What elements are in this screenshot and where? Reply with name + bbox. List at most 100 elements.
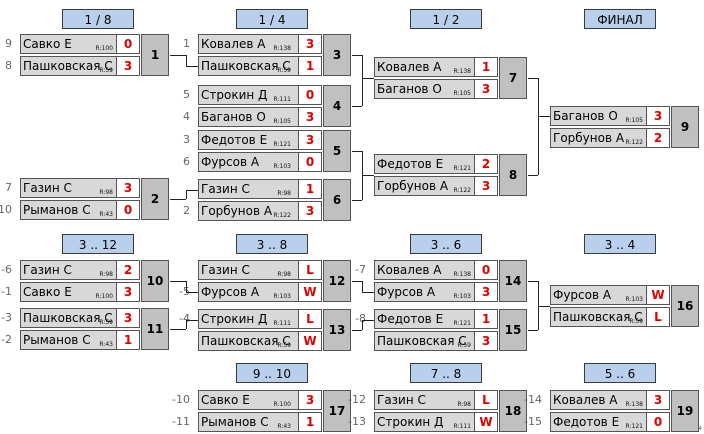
bracket-connector: [362, 281, 363, 292]
player-score: 3: [116, 57, 139, 75]
player-rating: R:122: [453, 187, 471, 194]
player-score: W: [646, 286, 669, 304]
player-score: L: [646, 308, 669, 326]
seed-number: -2: [1, 333, 12, 346]
seed-number: 1: [183, 37, 190, 50]
match-number: 13: [323, 309, 351, 351]
player-score: 3: [298, 131, 321, 149]
round-header: 3 .. 6: [410, 234, 482, 254]
player-rating: R:59: [277, 342, 291, 349]
player-name: Пашковская С: [553, 310, 643, 324]
player-rating: R:59: [629, 318, 643, 325]
player-score: 1: [298, 180, 321, 198]
player-name: Пашковская С: [23, 311, 113, 325]
player-rating: R:138: [273, 45, 291, 52]
player-score: 2: [474, 155, 497, 173]
player-score: W: [298, 283, 321, 301]
player-name: Фурсов А: [201, 155, 260, 169]
player-score: W: [298, 332, 321, 350]
bracket-connector: [538, 281, 539, 330]
player-score: 3: [474, 177, 497, 195]
seed-number: -4: [179, 312, 190, 325]
player-score: 3: [298, 391, 321, 409]
player-rating: R:98: [277, 271, 291, 278]
player-name: Пашковская С: [377, 334, 467, 348]
round-header: 9 .. 10: [236, 363, 308, 383]
player-rating: R:105: [453, 90, 471, 97]
player-score: 3: [298, 108, 321, 126]
bracket-connector: [186, 66, 198, 67]
match-number: 1: [141, 34, 169, 76]
player-rating: R:98: [99, 271, 113, 278]
player-rating: R:105: [273, 118, 291, 125]
seed-number: -7: [355, 263, 366, 276]
player-score: 1: [298, 413, 321, 431]
match-number: 12: [323, 260, 351, 302]
player-rating: R:59: [99, 319, 113, 326]
player-score: 0: [298, 86, 321, 104]
seed-number: -5: [179, 285, 190, 298]
player-rating: R:103: [273, 293, 291, 300]
player-score: 3: [646, 107, 669, 125]
player-score: 0: [116, 201, 139, 219]
seed-number: -11: [172, 415, 190, 428]
bracket-connector: [528, 78, 538, 79]
player-name: Пашковская С: [23, 59, 113, 73]
bracket-connector: [362, 292, 374, 293]
player-name: Ковалев А: [377, 263, 442, 277]
match-number: 14: [499, 260, 527, 302]
player-name: Ковалев А: [201, 37, 266, 51]
bracket-connector: [170, 199, 186, 200]
player-rating: R:59: [457, 342, 471, 349]
player-name: Горбунов А: [553, 131, 625, 145]
player-rating: R:121: [625, 423, 643, 430]
seed-number: 6: [183, 155, 190, 168]
bracket-connector: [352, 281, 362, 282]
player-score: 0: [298, 153, 321, 171]
player-rating: R:122: [273, 212, 291, 219]
round-header: ФИНАЛ: [584, 9, 656, 29]
player-rating: R:105: [625, 117, 643, 124]
bracket-connector: [352, 106, 362, 107]
player-score: 0: [646, 413, 669, 431]
